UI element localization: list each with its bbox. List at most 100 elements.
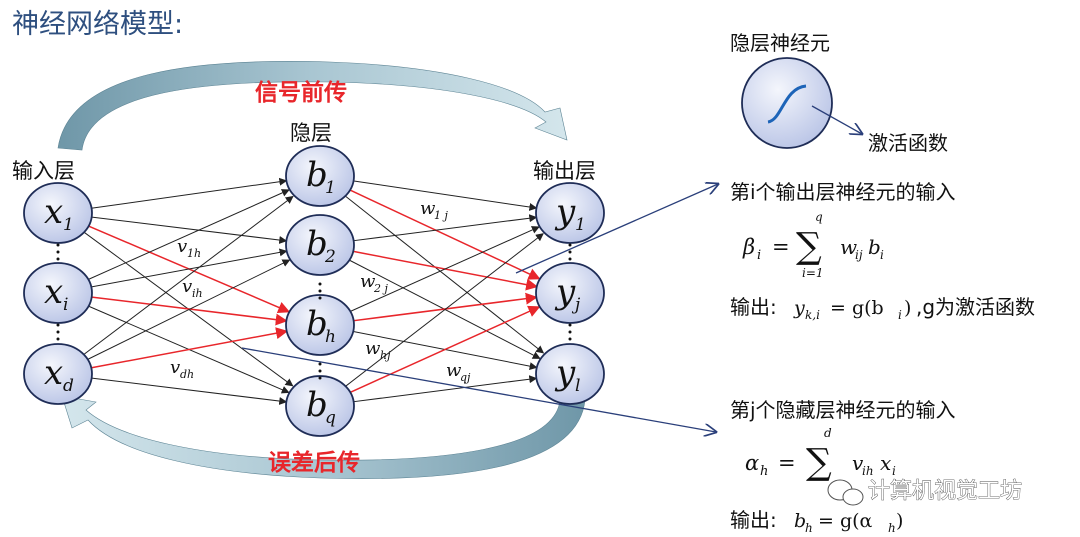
edge-input-0-hidden-1 [87,216,288,244]
node-subscript: j [571,295,581,315]
edge-hidden-3-output-1 [347,305,541,395]
node-letter: b [306,155,328,195]
output-formula: β i = q ∑ i=1 w ij b i [742,210,884,280]
svg-text:k,i: k,i [805,308,820,322]
edge-input-1-hidden-1 [87,248,288,289]
edge-input-2-hidden-1 [84,259,291,362]
edge-hidden-1-output-1 [349,249,539,291]
svg-text:i: i [892,464,896,478]
node-letter: x [44,192,63,232]
edge-hidden-0-output-2 [343,194,545,354]
svg-text:β: β [742,235,755,259]
hidden-node-b-1: b1 [285,145,355,207]
input-layer-label: 输入层 [12,159,75,183]
page-title: 神经网络模型: [12,9,183,40]
ellipsis-dots [56,243,572,380]
svg-text:h: h [805,521,813,535]
svg-text:= g(α: = g(α [818,510,873,532]
activation-arrow [811,105,862,134]
edge-hidden-2-output-0 [347,226,540,314]
svg-text:qj: qj [460,371,471,384]
svg-text:计算机视觉工坊: 计算机视觉工坊 [868,479,1022,504]
node-circle [535,262,605,324]
node-circle [23,182,93,244]
svg-text:): ) [904,297,911,319]
hidden-node-b-h: bh [285,294,355,356]
svg-text:∑: ∑ [796,226,822,267]
weight-label-vih: v ih [182,276,203,300]
node-subscript: h [325,327,336,347]
node-circle [285,375,355,437]
svg-text:w: w [365,338,381,359]
svg-text:w: w [840,235,857,259]
svg-text:b: b [868,235,881,259]
edge-hidden-1-output-0 [349,214,538,242]
weight-label-v1h: v 1h [177,236,201,260]
forward-label: 信号前传 [255,79,347,106]
node-subscript: i [63,295,68,315]
svg-text:w: w [360,271,376,292]
svg-text:ih: ih [192,287,203,300]
output-formula-output: 输出: y k,i = g(b i ) ,g为激活函数 [730,295,1035,322]
svg-text:=: = [772,235,790,259]
edge-input-1-hidden-3 [85,304,290,394]
node-circle [285,294,355,356]
node-letter: y [554,272,576,312]
svg-text:输出:: 输出: [730,295,777,319]
hidden-neuron-label: 隐层神经元 [730,31,830,55]
node-circle [535,182,605,244]
hidden-neuron-circle [741,57,833,149]
edge-hidden-3-output-0 [343,233,544,389]
edge-hidden-2-output-1 [349,292,538,322]
svg-text:i: i [898,308,902,322]
svg-text:v: v [170,357,180,378]
svg-text:d: d [824,426,832,440]
activation-label: 激活函数 [868,131,948,155]
hidden-formula-heading: 第j个隐藏层神经元的输入 [730,398,956,422]
svg-text:y: y [793,297,805,319]
hidden-formula-output: 输出: b h = g(α h ) [730,508,903,535]
node-subscript: 1 [63,215,74,235]
svg-text:1 j: 1 j [434,209,448,222]
output-layer-label: 输出层 [533,159,596,183]
node-circle [23,343,93,405]
node-circle [285,214,355,276]
node-letter: x [44,272,63,312]
edge-input-2-hidden-0 [81,195,294,357]
edge-hidden-0-output-1 [346,188,541,280]
edge-input-0-hidden-0 [87,177,288,210]
svg-text:h: h [760,464,768,479]
svg-text:i=1: i=1 [802,266,824,280]
edge-input-2-hidden-2 [87,327,289,370]
node-circle [535,343,605,405]
weight-label-wqj: w qj [446,360,471,384]
node-subscript: 2 [324,247,336,267]
weight-label-vdh: v dh [170,357,194,381]
svg-text:w: w [420,198,436,219]
svg-text:hj: hj [380,349,391,362]
edge-hidden-0-output-0 [349,179,538,211]
edge-hidden-3-output-2 [349,375,538,403]
node-subscript: 1 [325,178,336,198]
watermark: 计算机视觉工坊 [827,479,1022,506]
edge-input-1-hidden-0 [85,189,290,282]
node-circle [23,262,93,324]
node-subscript: q [325,408,336,428]
node-letter: b [306,385,328,425]
output-formula-heading: 第i个输出层神经元的输入 [730,180,956,204]
svg-text:α: α [745,451,759,475]
svg-text:v: v [852,451,864,475]
svg-text:∑: ∑ [806,442,832,483]
node-letter: b [306,304,328,344]
svg-text:h: h [888,521,896,535]
svg-text:i: i [880,248,884,262]
svg-text:ij: ij [855,248,863,262]
backward-label: 误差后传 [268,449,360,476]
edge-input-0-hidden-2 [85,224,291,314]
